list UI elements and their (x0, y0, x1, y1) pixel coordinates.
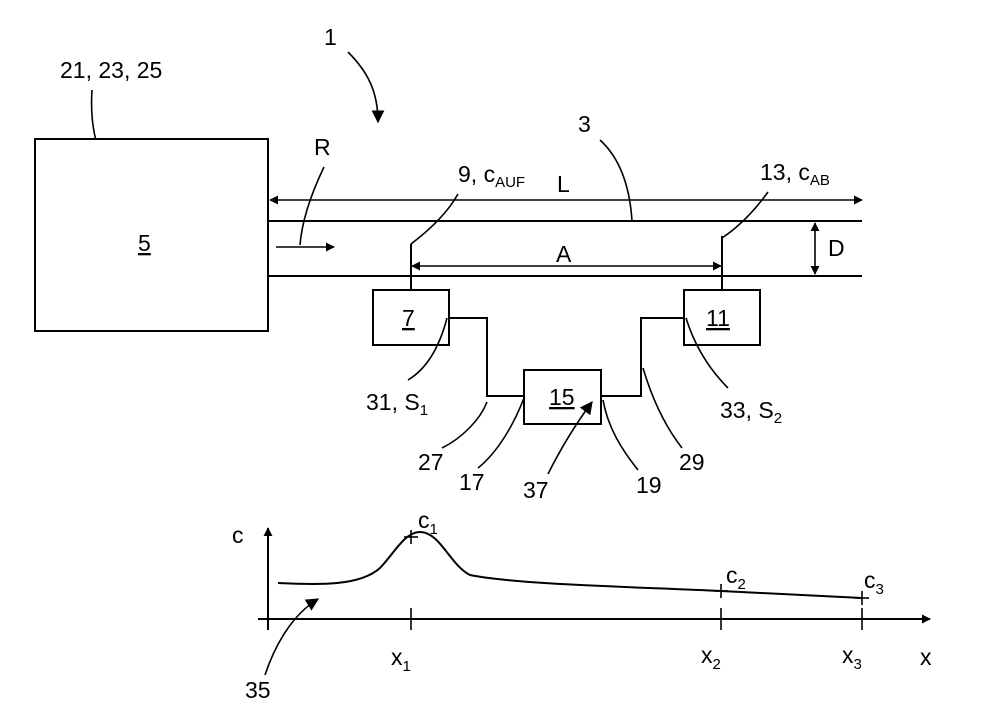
ref-29-leader (643, 368, 682, 448)
sensor-9-leader (411, 194, 458, 244)
spacing-a-label: A (556, 241, 572, 267)
x3-label: x3 (842, 642, 862, 673)
ref-1-pointer (348, 52, 378, 122)
box-5-label: 5 (138, 230, 151, 256)
ref-19-label: 19 (636, 472, 662, 498)
ref-33-label: 33, S2 (720, 397, 782, 427)
ref-27-leader (442, 402, 487, 448)
ref-29-label: 29 (679, 449, 705, 475)
ref-27-label: 27 (418, 449, 444, 475)
box-7-label: 7 (402, 305, 415, 331)
ref-35-label: 35 (245, 677, 271, 703)
ref-3-label: 3 (578, 111, 591, 137)
ref-31-label: 31, S1 (366, 389, 428, 419)
length-l-label: L (557, 171, 570, 197)
chart-y-axis-label: c (232, 522, 244, 548)
flow-r-leader (300, 167, 324, 245)
ref-19-leader (603, 400, 638, 470)
connection-line-27 (449, 318, 524, 396)
flow-r-label: R (314, 134, 331, 160)
sensor-13-label: 13, cAB (760, 159, 830, 189)
sensor-13-leader (722, 192, 768, 238)
x2-label: x2 (701, 642, 721, 673)
sensor-9-label: 9, cAUF (458, 161, 525, 191)
box-5 (35, 139, 268, 331)
concentration-curve (278, 532, 862, 598)
box-15-label: 15 (549, 384, 575, 410)
ref-1-label: 1 (324, 24, 337, 50)
box-11-label: 11 (706, 305, 730, 331)
ref-17-label: 17 (459, 469, 485, 495)
ref-35-pointer (265, 599, 318, 675)
connection-line-29 (601, 318, 684, 396)
c3-label: c3 (864, 567, 884, 598)
ref-3-leader (600, 140, 632, 221)
x1-label: x1 (391, 644, 411, 675)
chart-x-axis-label: x (920, 644, 932, 670)
ref-21-23-25-label: 21, 23, 25 (60, 57, 162, 83)
diameter-d-label: D (828, 235, 845, 261)
c2-label: c2 (726, 562, 746, 593)
ref-37-label: 37 (523, 477, 549, 503)
